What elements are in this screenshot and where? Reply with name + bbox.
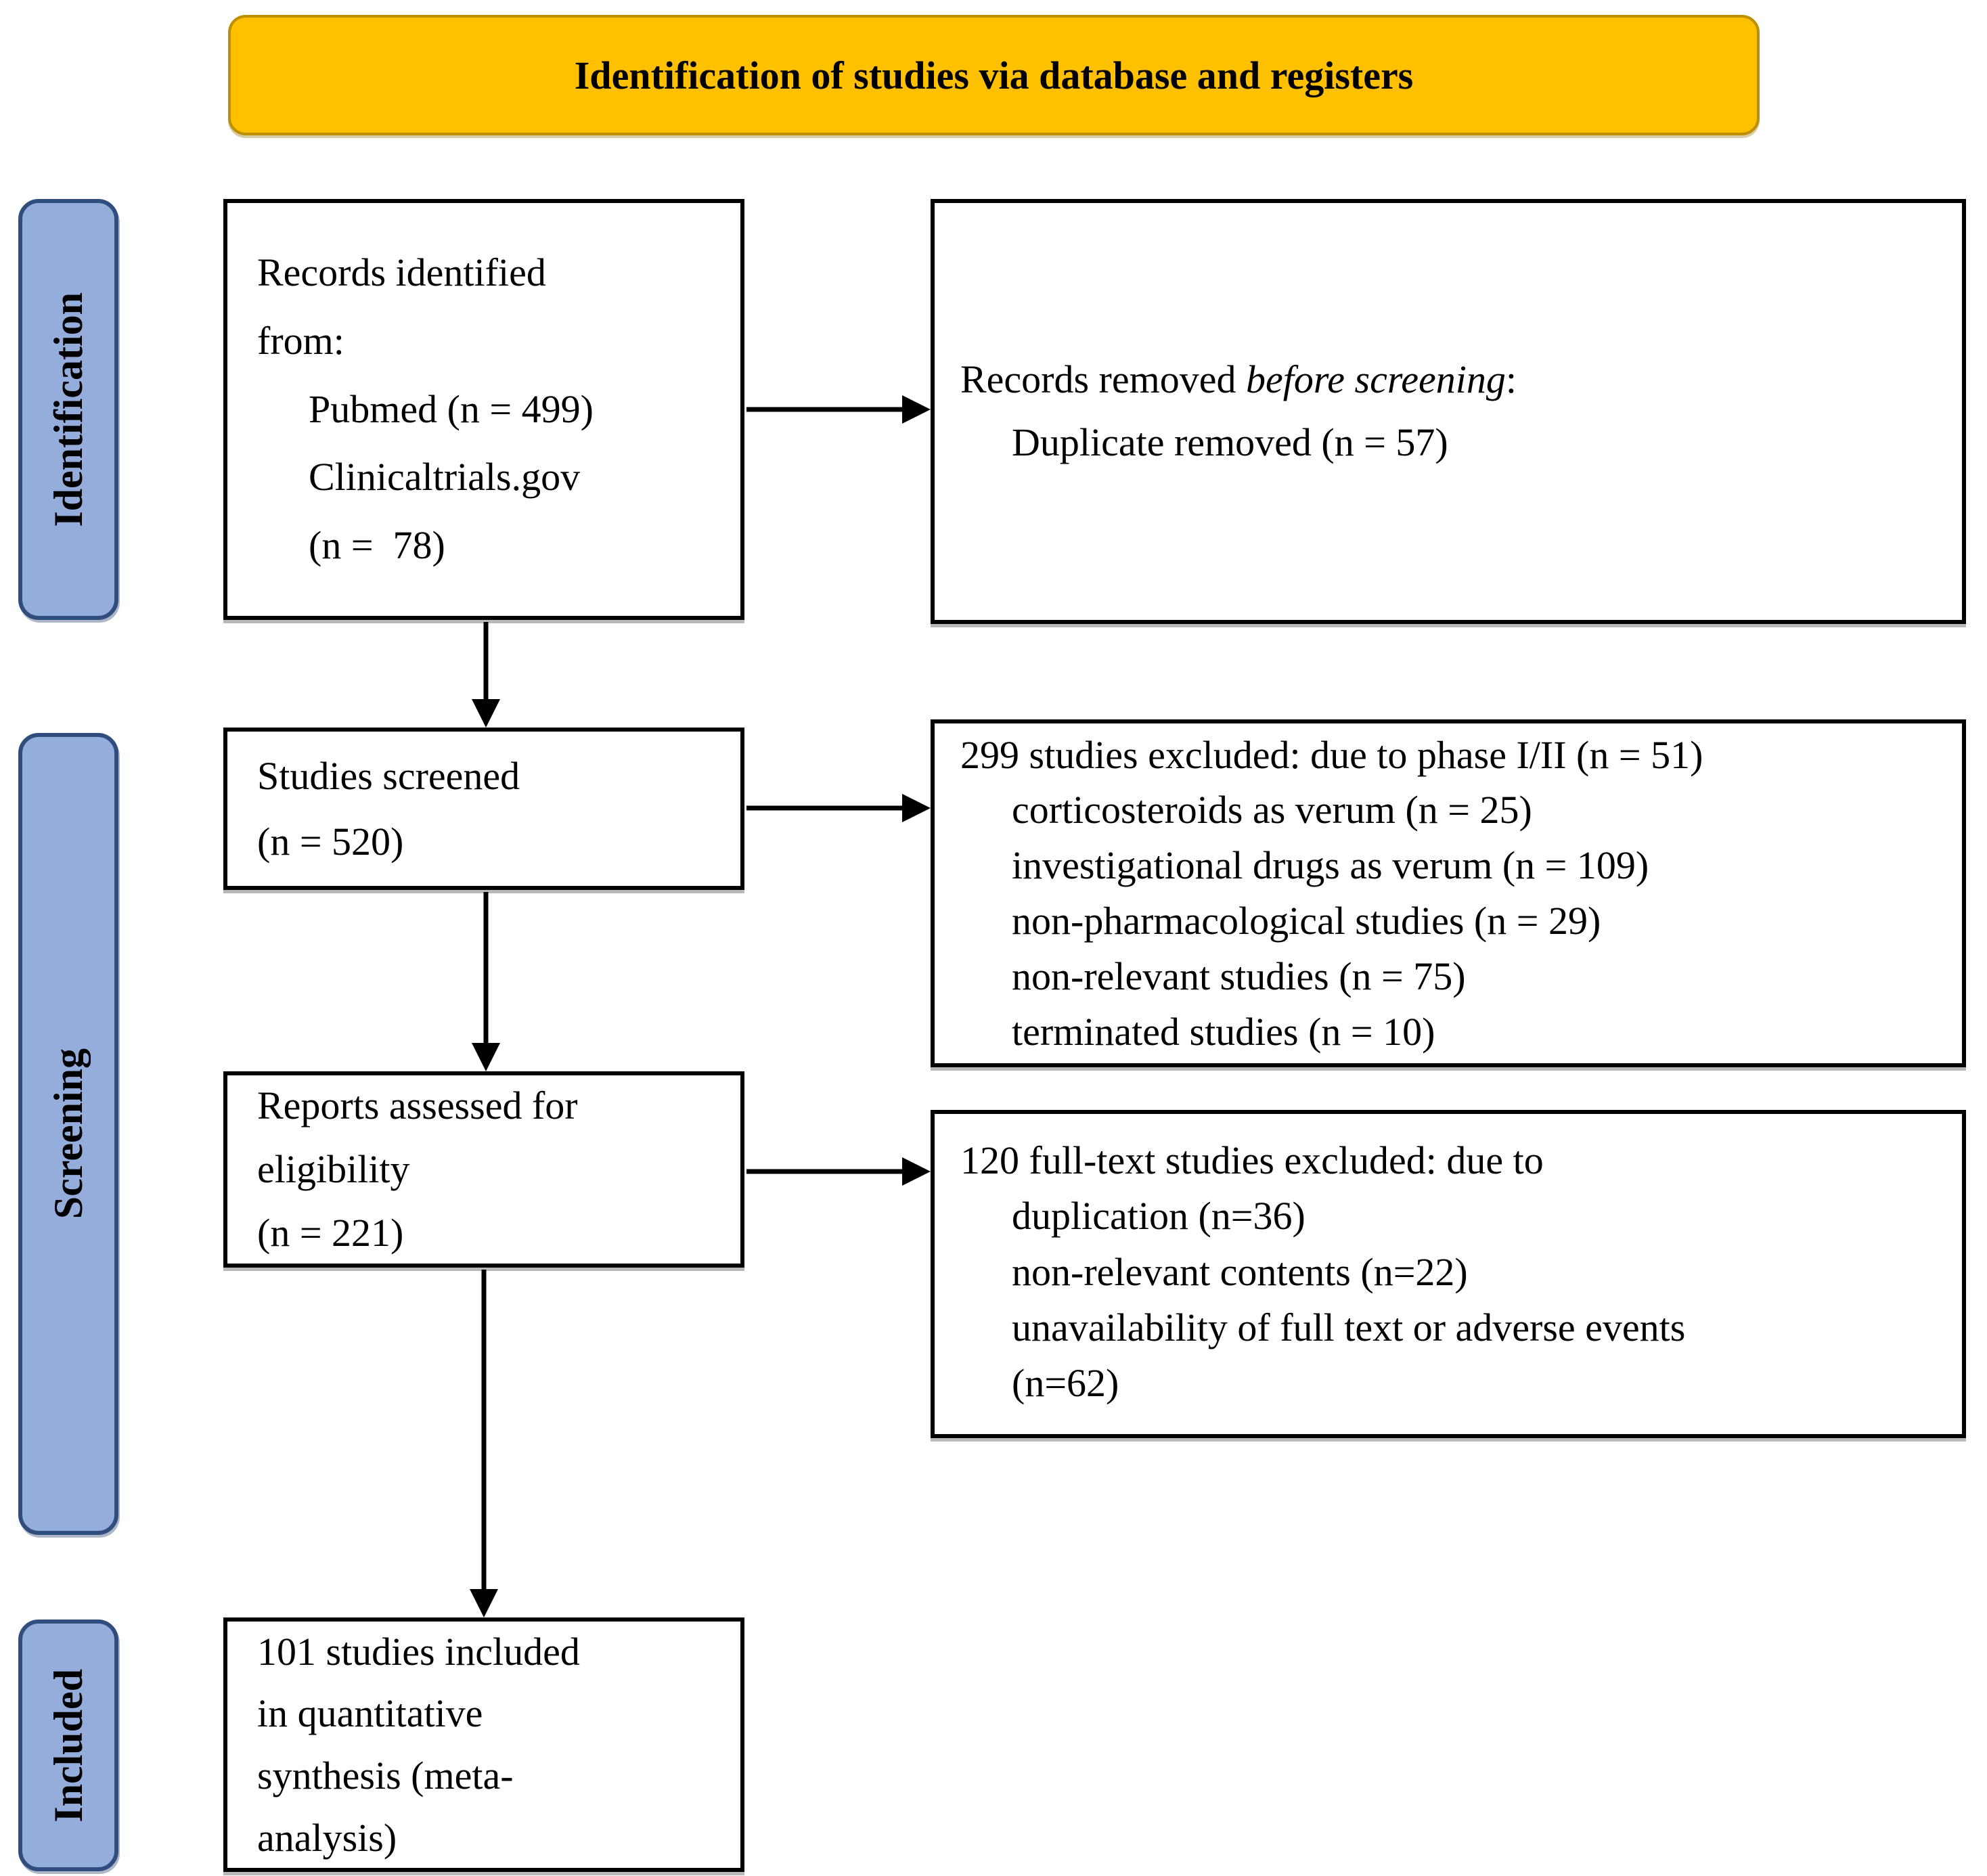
duplicates-removed-count: Duplicate removed (n = 57) <box>1012 420 1448 464</box>
header-banner: Identification of studies via database a… <box>228 15 1760 135</box>
box-records-removed: Records removed before screening: Duplic… <box>931 199 1966 624</box>
studies-included-line: in quantitative <box>257 1691 483 1736</box>
stage-tab-screening: Screening <box>18 733 118 1535</box>
reports-assessed-line: Reports assessed for <box>257 1084 578 1128</box>
reports-assessed-count: (n = 221) <box>257 1210 404 1255</box>
studies-included-line: 101 studies included <box>257 1629 580 1674</box>
studies-screened-count: (n = 520) <box>257 820 404 864</box>
box-reports-assessed: Reports assessed for eligibility (n = 22… <box>223 1071 744 1268</box>
records-removed-heading: Records removed before screening: <box>960 349 1945 411</box>
stage-tab-included: Included <box>18 1620 118 1871</box>
fulltext-excluded-reason: non-relevant contents (n=22) <box>1012 1249 1468 1294</box>
fulltext-excluded-heading: 120 full-text studies excluded: due to <box>960 1138 1544 1182</box>
studies-excluded-reason: investigational drugs as verum (n = 109) <box>1012 843 1649 888</box>
studies-excluded-reason: non-pharmacological studies (n = 29) <box>1012 899 1601 943</box>
reports-assessed-line: eligibility <box>257 1147 410 1192</box>
box-studies-screened: Studies screened (n = 520) <box>223 728 744 890</box>
studies-excluded-reason: corticosteroids as verum (n = 25) <box>1012 788 1532 832</box>
studies-excluded-reason: terminated studies (n = 10) <box>1012 1009 1435 1054</box>
studies-excluded-heading: 299 studies excluded: due to phase I/II … <box>960 732 1703 777</box>
box-records-identified: Records identified from: Pubmed (n = 499… <box>223 199 744 620</box>
studies-excluded-reason: non-relevant studies (n = 75) <box>1012 954 1466 998</box>
stage-tab-screening-label: Screening <box>45 1048 91 1220</box>
box-studies-excluded: 299 studies excluded: due to phase I/II … <box>931 719 1966 1067</box>
studies-included-line: synthesis (meta- <box>257 1754 514 1797</box>
records-identified-line: from: <box>257 318 344 363</box>
stage-tab-identification-label: Identification <box>45 292 91 527</box>
page-title: Identification of studies via database a… <box>574 53 1414 97</box>
records-identified-clinicaltrials-count: (n = 78) <box>309 523 445 568</box>
records-removed-heading-italic: before screening <box>1245 357 1506 402</box>
records-identified-clinicaltrials: Clinicaltrials.gov <box>309 455 581 499</box>
stage-tab-identification: Identification <box>18 199 118 620</box>
fulltext-excluded-reason-count: (n=62) <box>1012 1361 1119 1406</box>
fulltext-excluded-reason: duplication (n=36) <box>1012 1194 1305 1238</box>
studies-included-line: analysis) <box>257 1815 397 1860</box>
records-identified-line: Records identified <box>257 250 546 294</box>
records-identified-pubmed-count: Pubmed (n = 499) <box>309 386 594 431</box>
stage-tab-included-label: Included <box>45 1668 91 1823</box>
records-removed-heading-suffix: : <box>1505 357 1517 402</box>
box-fulltext-excluded: 120 full-text studies excluded: due to d… <box>931 1110 1966 1438</box>
records-removed-heading-prefix: Records removed <box>960 357 1246 402</box>
fulltext-excluded-reason: unavailability of full text or adverse e… <box>1012 1305 1686 1350</box>
studies-screened-line: Studies screened <box>257 753 520 798</box>
box-studies-included: 101 studies included in quantitative syn… <box>223 1617 744 1872</box>
